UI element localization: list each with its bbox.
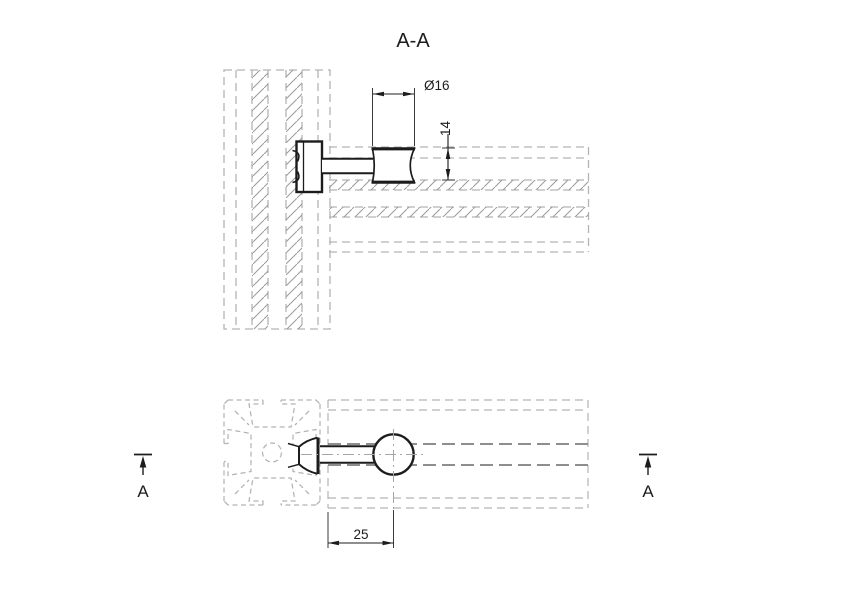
connector-clip-lower bbox=[292, 171, 300, 184]
connector-clip-upper bbox=[292, 149, 300, 162]
dim-height-arrow-top bbox=[445, 148, 451, 159]
dim-diameter: Ø16 bbox=[372, 78, 450, 146]
connector-head-lip-top bbox=[287, 442, 300, 448]
section-marker-left-arrow bbox=[139, 456, 147, 468]
profile-slot-bottom bbox=[248, 477, 296, 505]
dim-height-label: 14 bbox=[438, 120, 453, 136]
profile-core-hole bbox=[261, 442, 283, 463]
beam-wall2-hatch bbox=[329, 207, 589, 217]
section-marker-left-label: A bbox=[137, 482, 149, 501]
dim-height-arrow-bottom bbox=[445, 169, 451, 180]
section-title: A-A bbox=[396, 30, 430, 52]
post-wall1-hatch bbox=[252, 70, 268, 329]
beam-wall1-hatch bbox=[329, 180, 589, 190]
beam-plan bbox=[327, 399, 589, 509]
connector-shaft-section bbox=[322, 157, 373, 175]
post-outline bbox=[223, 69, 331, 330]
dim-length-arrow-right bbox=[382, 540, 394, 546]
section-marker-right: A bbox=[639, 453, 657, 501]
section-marker-right-label: A bbox=[642, 482, 654, 501]
profile-webs bbox=[234, 410, 310, 495]
connector-head bbox=[287, 436, 320, 475]
dim-diameter-label: Ø16 bbox=[424, 78, 450, 93]
connector-head-outline bbox=[298, 436, 318, 475]
connector-head-lip-bottom bbox=[287, 463, 300, 469]
dim-length: 25 bbox=[327, 510, 394, 548]
dim-length-arrow-left bbox=[328, 540, 339, 546]
barrel-nut-section bbox=[371, 147, 416, 184]
section-marker-left: A bbox=[134, 453, 152, 501]
dim-length-label: 25 bbox=[353, 527, 368, 542]
post-wall2-hatch bbox=[286, 70, 302, 329]
dim-diameter-arrow-left bbox=[373, 91, 384, 97]
profile-slot-left bbox=[224, 428, 252, 477]
section-view-a-a: Ø16 14 bbox=[223, 69, 590, 330]
shaft-fill bbox=[322, 159, 373, 173]
connector-block bbox=[292, 140, 324, 194]
connector-block-body bbox=[295, 140, 324, 194]
barrel-nut-body bbox=[371, 147, 416, 184]
profile-slot-top bbox=[248, 400, 296, 428]
section-marker-right-arrow bbox=[644, 456, 652, 468]
dim-height: 14 bbox=[438, 120, 455, 181]
plan-view: 25 A A bbox=[134, 399, 657, 548]
dim-diameter-arrow-right bbox=[403, 91, 414, 97]
vertical-profile-post bbox=[223, 69, 331, 330]
profile-outline bbox=[223, 399, 321, 506]
